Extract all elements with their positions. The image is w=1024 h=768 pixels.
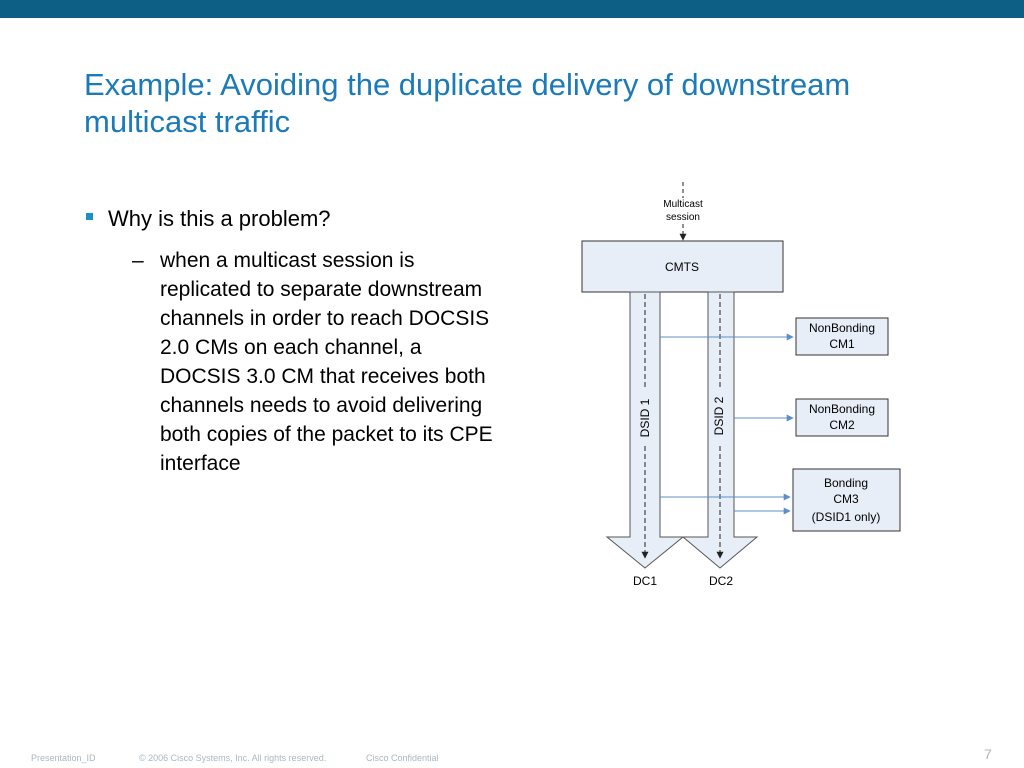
source-label-line2: session: [666, 212, 700, 223]
cmts-box: [581, 240, 784, 293]
cm3-label-line3: (DSID1 only): [812, 510, 881, 524]
bullet-list: Why is this a problem? – when a multicas…: [86, 204, 526, 478]
channel2-label-bg: [712, 388, 728, 446]
slide-title: Example: Avoiding the duplicate delivery…: [84, 67, 851, 139]
cm3-label-line1: Bonding: [824, 476, 868, 490]
bullet-text: Why is this a problem?: [108, 206, 331, 231]
channel2-label: DSID 2: [712, 396, 726, 435]
footer-presentation-id: Presentation_ID: [31, 753, 96, 763]
cm2-label-line1: NonBonding: [809, 402, 875, 416]
page-number: 7: [984, 746, 992, 762]
sub-bullet-item: – when a multicast session is replicated…: [86, 246, 526, 478]
square-bullet-icon: [86, 213, 93, 220]
cm1-label-line2: CM1: [829, 337, 855, 351]
cmts-label: CMTS: [665, 260, 699, 274]
sub-bullet-text: when a multicast session is replicated t…: [160, 249, 493, 475]
cm2-label-line2: CM2: [829, 418, 855, 432]
cm3-label-line2: CM3: [833, 492, 859, 506]
footer-confidential: Cisco Confidential: [366, 753, 439, 763]
top-bar: [0, 0, 1024, 18]
cm2-box: [795, 398, 889, 437]
channel1-label-bg: [637, 390, 653, 446]
dc1-label: DC1: [633, 574, 657, 588]
cm3-box: [792, 468, 901, 532]
source-label-line1: Multicast: [663, 199, 703, 210]
cm1-box: [795, 317, 889, 356]
channel1-label: DSID 1: [638, 398, 652, 437]
bullet-item: Why is this a problem?: [86, 204, 526, 234]
dash-bullet-icon: –: [132, 249, 144, 272]
footer-copyright: © 2006 Cisco Systems, Inc. All rights re…: [139, 753, 327, 763]
dc2-label: DC2: [709, 574, 733, 588]
cm1-label-line1: NonBonding: [809, 321, 875, 335]
